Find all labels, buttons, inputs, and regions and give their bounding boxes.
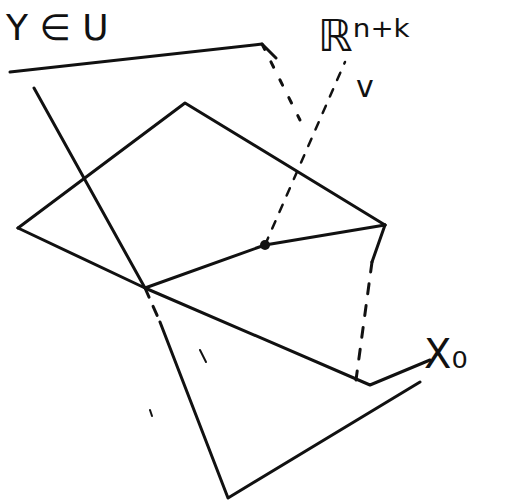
pen-mark: [150, 410, 152, 416]
hidden-edge: [356, 262, 372, 380]
math-label: ℝⁿ⁺ᵏ: [318, 14, 412, 58]
plane-edge: [18, 103, 385, 228]
plane-edge: [372, 225, 385, 262]
vector-line: [265, 62, 345, 245]
pen-mark: [200, 350, 206, 362]
math-label: Y ∈ U: [6, 10, 109, 46]
plane-edge: [18, 228, 430, 385]
math-label: X₀: [424, 334, 467, 374]
hidden-edge: [262, 44, 300, 120]
math-label: v: [356, 72, 374, 102]
intersection-line: [145, 225, 385, 288]
plane-edge: [34, 88, 145, 288]
plane-edge: [160, 322, 420, 498]
bracket-line: [10, 44, 276, 72]
point-dot: [260, 240, 270, 250]
